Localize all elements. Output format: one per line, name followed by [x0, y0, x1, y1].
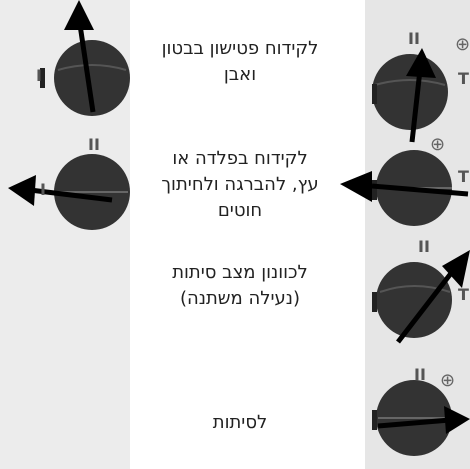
- right-knob-1-mode-mark: II: [408, 29, 420, 48]
- left-knob-1-mode-mark: I: [36, 66, 42, 85]
- caption-chiseling: לסיתות: [110, 410, 370, 436]
- caption-drilling-screwing-line-3: חוטים: [110, 198, 370, 224]
- right-knob-1-t-mark: T: [458, 69, 469, 88]
- caption-drilling-screwing-line-2: עץ, להברגה ולחיתוך: [110, 172, 370, 198]
- caption-drilling-screwing: לקידוח בפלדה או עץ, להברגה ולחיתוך חוטים: [110, 146, 370, 224]
- caption-chiseling-line-1: לסיתות: [110, 410, 370, 436]
- right-knob-2-t-mark: T: [458, 167, 469, 186]
- caption-hammer-drilling-line-2: ואבן: [110, 62, 370, 88]
- caption-drilling-screwing-line-1: לקידוח בפלדה או: [110, 146, 370, 172]
- right-knob-4-mode-mark: II: [414, 365, 426, 384]
- caption-hammer-drilling: לקידוח פטישון בבטון ואבן: [110, 36, 370, 88]
- caption-chisel-adjust-line-2: (נעילה משתנה): [110, 286, 370, 312]
- right-knob-4-hammer-mark: ⊕: [440, 370, 455, 391]
- right-knob-2-hammer-mark: ⊕: [430, 134, 445, 155]
- right-knob-1-hammer-mark: ⊕: [455, 34, 470, 55]
- caption-hammer-drilling-line-1: לקידוח פטישון בבטון: [110, 36, 370, 62]
- right-knob-3-mode-mark: II: [418, 237, 430, 256]
- caption-chisel-adjust-line-1: לכוונון מצב סיתות: [110, 260, 370, 286]
- caption-chisel-adjust: לכוונון מצב סיתות (נעילה משתנה): [110, 260, 370, 312]
- right-knob-3-t-mark: T: [458, 285, 469, 304]
- left-knob-2-mode-mark-i: I: [40, 180, 46, 199]
- left-knob-2-mode-mark: II: [88, 135, 100, 154]
